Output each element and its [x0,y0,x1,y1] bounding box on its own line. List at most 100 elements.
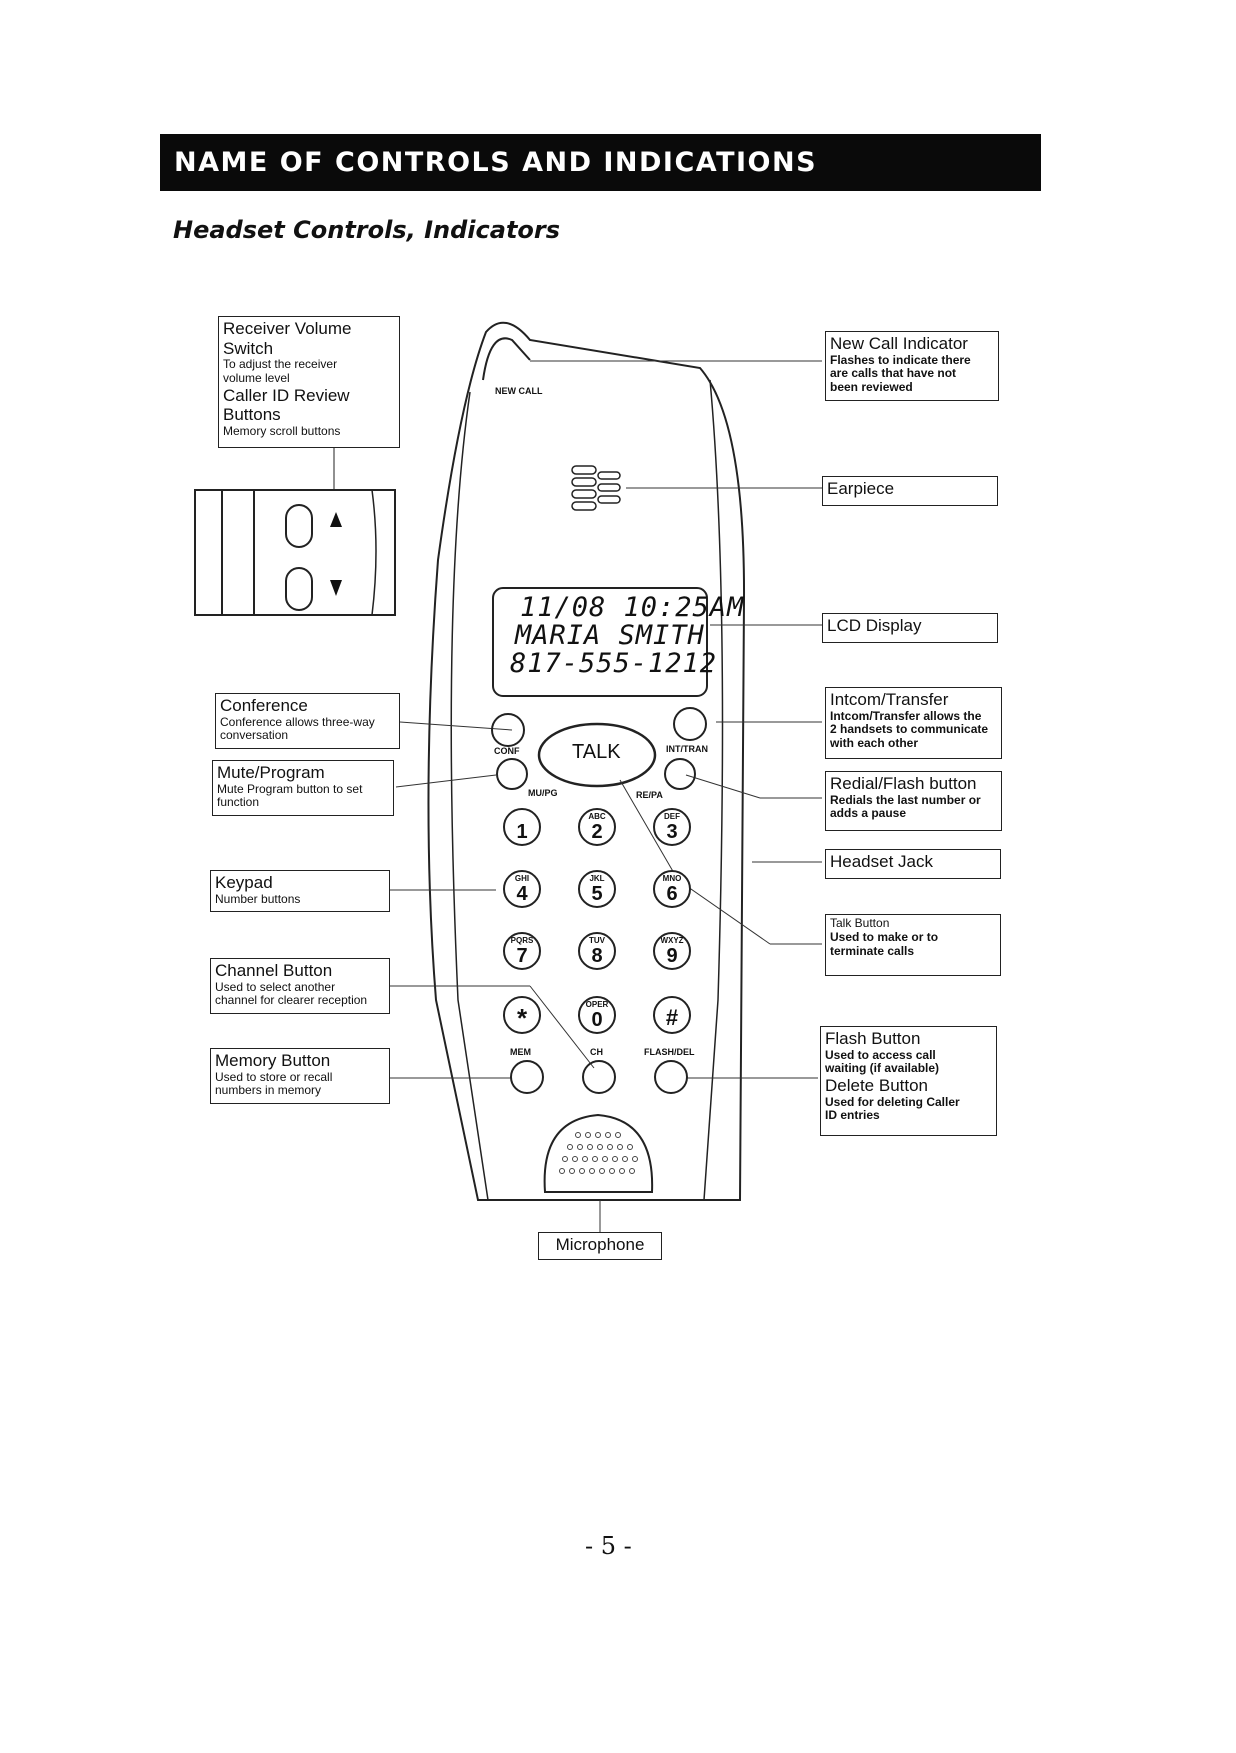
callout-talk-button: Talk Button Used to make or to terminate… [825,914,1001,976]
key-number: * [516,1003,528,1033]
callout-channel-button: Channel Button Used to select another ch… [210,958,390,1014]
callout-title: Keypad [215,873,273,892]
callout-title: Switch [223,338,274,358]
callout-title: Talk Button [830,916,890,930]
page-number: - 5 - [585,1532,632,1560]
callout-title: Buttons [223,405,281,425]
callout-desc: Used for deleting Caller [825,1094,960,1109]
callout-desc: are calls that have not [830,366,957,381]
callout-title: Delete Button [825,1076,929,1096]
ch-label: CH [590,1047,603,1057]
callout-mute-program: Mute/Program Mute Program button to set … [212,760,394,816]
key-letters: OPER [585,1000,609,1009]
redial-flash-button[interactable] [664,758,696,790]
callout-desc: channel for clearer reception [215,993,368,1008]
callout-title: LCD Display [827,616,922,635]
key-hash[interactable]: # [653,996,691,1034]
lcd-line-1: 11/08 10:25AM [520,592,745,623]
callout-desc: waiting (if available) [825,1061,940,1076]
callout-headset-jack: Headset Jack [825,849,1001,879]
key-letters: ABC [588,812,606,821]
talk-label: TALK [572,741,621,763]
key-number: 4 [516,883,528,905]
key-letters: TUV [589,936,605,945]
earpiece-slots [571,465,621,511]
lcd-line-2: MARIA SMITH [515,620,705,651]
callout-desc: adds a pause [830,806,907,821]
conf-label: CONF [494,746,520,756]
lcd-line-3: 817-555-1212 [510,648,718,679]
callout-title: Headset Jack [830,852,933,871]
callout-title: Caller ID Review [223,385,350,405]
callout-title: New Call Indicator [830,334,968,353]
key-number: 5 [591,883,603,905]
callout-flash-delete: Flash Button Used to access call waiting… [820,1026,997,1136]
callout-desc: Flashes to indicate there [830,352,971,367]
callout-desc: function [217,795,260,810]
mupg-label: MU/PG [528,788,558,798]
key-letters: WXYZ [660,936,684,945]
callout-desc: been reviewed [830,380,913,395]
callout-title: Receiver Volume [223,319,352,338]
new-call-label: NEW CALL [495,386,543,396]
callout-desc: Conference allows three-way [220,714,375,729]
callout-earpiece: Earpiece [822,476,998,506]
key-letters: DEF [664,812,680,821]
callout-keypad: Keypad Number buttons [210,870,390,912]
section-subtitle: Headset Controls, Indicators [173,216,561,244]
key-1[interactable]: 1 [503,808,541,846]
memory-button[interactable] [510,1060,544,1094]
key-number: 1 [516,821,528,843]
callout-intcom-transfer: Intcom/Transfer Intcom/Transfer allows t… [825,687,1002,759]
key-letters: JKL [589,874,605,883]
section-header: NAME OF CONTROLS AND INDICATIONS [160,134,1041,191]
key-number: 7 [516,945,528,967]
intcom-transfer-button[interactable] [673,707,707,741]
callout-desc: To adjust the receiver [223,357,338,372]
key-number: 2 [591,821,603,843]
callout-desc: volume level [223,370,290,385]
callout-conference: Conference Conference allows three-way c… [215,693,400,749]
key-number: 0 [591,1009,603,1031]
callout-desc: 2 handsets to communicate [830,722,989,737]
key-number: 3 [666,821,678,843]
callout-desc: conversation [220,728,289,743]
callout-desc: numbers in memory [215,1083,322,1098]
mute-program-button[interactable] [496,758,528,790]
callout-lcd-display: LCD Display [822,613,998,643]
mem-label: MEM [510,1047,531,1057]
channel-button[interactable] [582,1060,616,1094]
callout-desc: Used to select another [215,979,336,994]
callout-memory-button: Memory Button Used to store or recall nu… [210,1048,390,1104]
key-star[interactable]: * [503,996,541,1034]
callout-desc: with each other [830,736,919,751]
repa-label: RE/PA [636,790,663,800]
callout-title: Conference [220,696,308,715]
callout-title: Memory Button [215,1051,331,1070]
flash-delete-button[interactable] [654,1060,688,1094]
flash-label: FLASH/DEL [644,1047,695,1057]
callout-desc: Redials the last number or [830,792,981,807]
key-number: 8 [591,945,603,967]
intran-label: INT/TRAN [666,744,708,754]
callout-redial-flash: Redial/Flash button Redials the last num… [825,771,1002,831]
key-letters: GHI [514,874,530,883]
conference-button[interactable] [491,713,525,747]
key-number: # [665,1005,679,1030]
callout-desc: Used to store or recall [215,1069,333,1084]
callout-title: Redial/Flash button [830,774,977,793]
callout-receiver-volume: Receiver Volume Switch To adjust the rec… [218,316,400,448]
callout-microphone: Microphone [538,1232,662,1260]
callout-desc: ID entries [825,1108,880,1123]
callout-title: Channel Button [215,961,333,980]
callout-desc: terminate calls [830,943,915,958]
